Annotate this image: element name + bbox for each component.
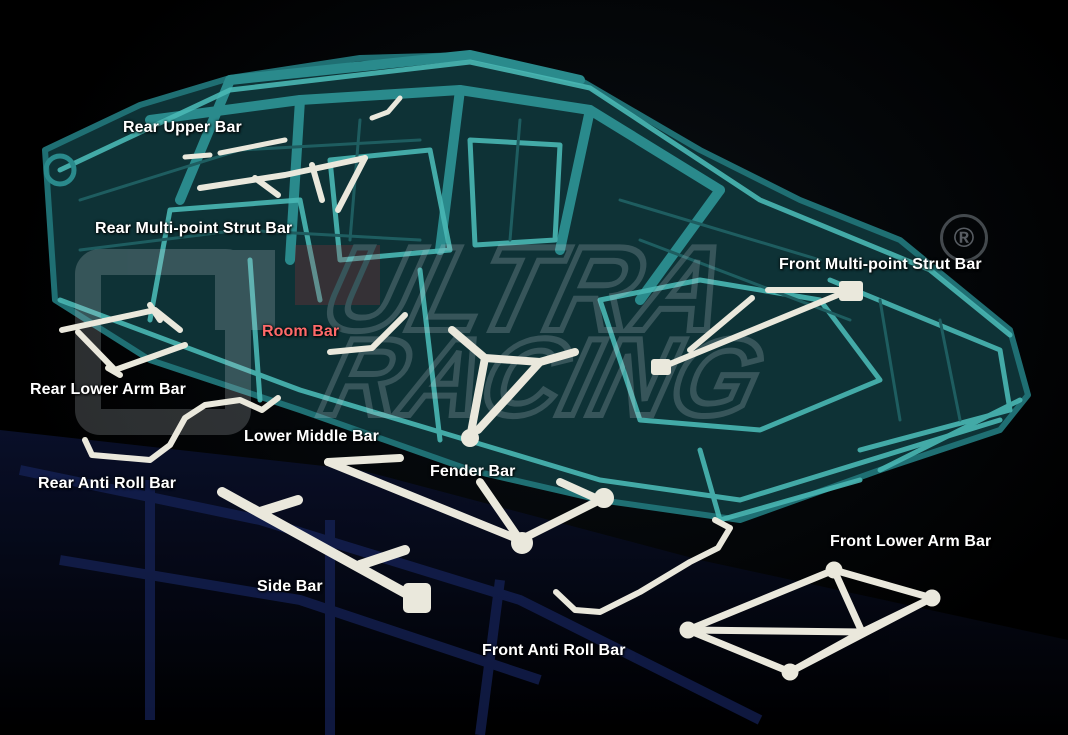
- front-anti-roll-bar-part: [553, 517, 733, 615]
- front-lower-arm-bar-label: Front Lower Arm Bar: [830, 533, 992, 550]
- lower-middle-bar-part: [324, 454, 614, 554]
- rear-lower-arm-bar-label: Rear Lower Arm Bar: [30, 381, 186, 398]
- side-bar-part: [217, 487, 431, 613]
- rear-anti-roll-bar-part: [82, 395, 281, 463]
- room-bar-label: Room Bar: [262, 323, 340, 340]
- rear-anti-roll-bar-label: Rear Anti Roll Bar: [38, 475, 177, 492]
- front-multipoint-strut-bar-label: Front Multi-point Strut Bar: [779, 256, 982, 273]
- front-lower-arm-bar-part: [679, 561, 941, 681]
- rear-multipoint-strut-bar-part: [197, 155, 368, 213]
- fender-bar-part: [448, 326, 579, 447]
- room-bar-part: [327, 312, 408, 355]
- rear-upper-bar-label: Rear Upper Bar: [123, 119, 242, 136]
- fender-bar-label: Fender Bar: [430, 463, 516, 480]
- front-anti-roll-bar-label: Front Anti Roll Bar: [482, 642, 626, 659]
- upper-room-bar-part: [369, 95, 403, 121]
- rear-upper-bar-part: [182, 137, 288, 160]
- rear-lower-arm-bar-part: [59, 302, 188, 378]
- registered-trademark-icon: ®: [940, 214, 988, 262]
- lower-middle-bar-label: Lower Middle Bar: [244, 428, 379, 445]
- front-multipoint-strut-bar-part: [651, 281, 863, 375]
- side-bar-label: Side Bar: [257, 578, 323, 595]
- rear-multipoint-strut-bar-label: Rear Multi-point Strut Bar: [95, 220, 293, 237]
